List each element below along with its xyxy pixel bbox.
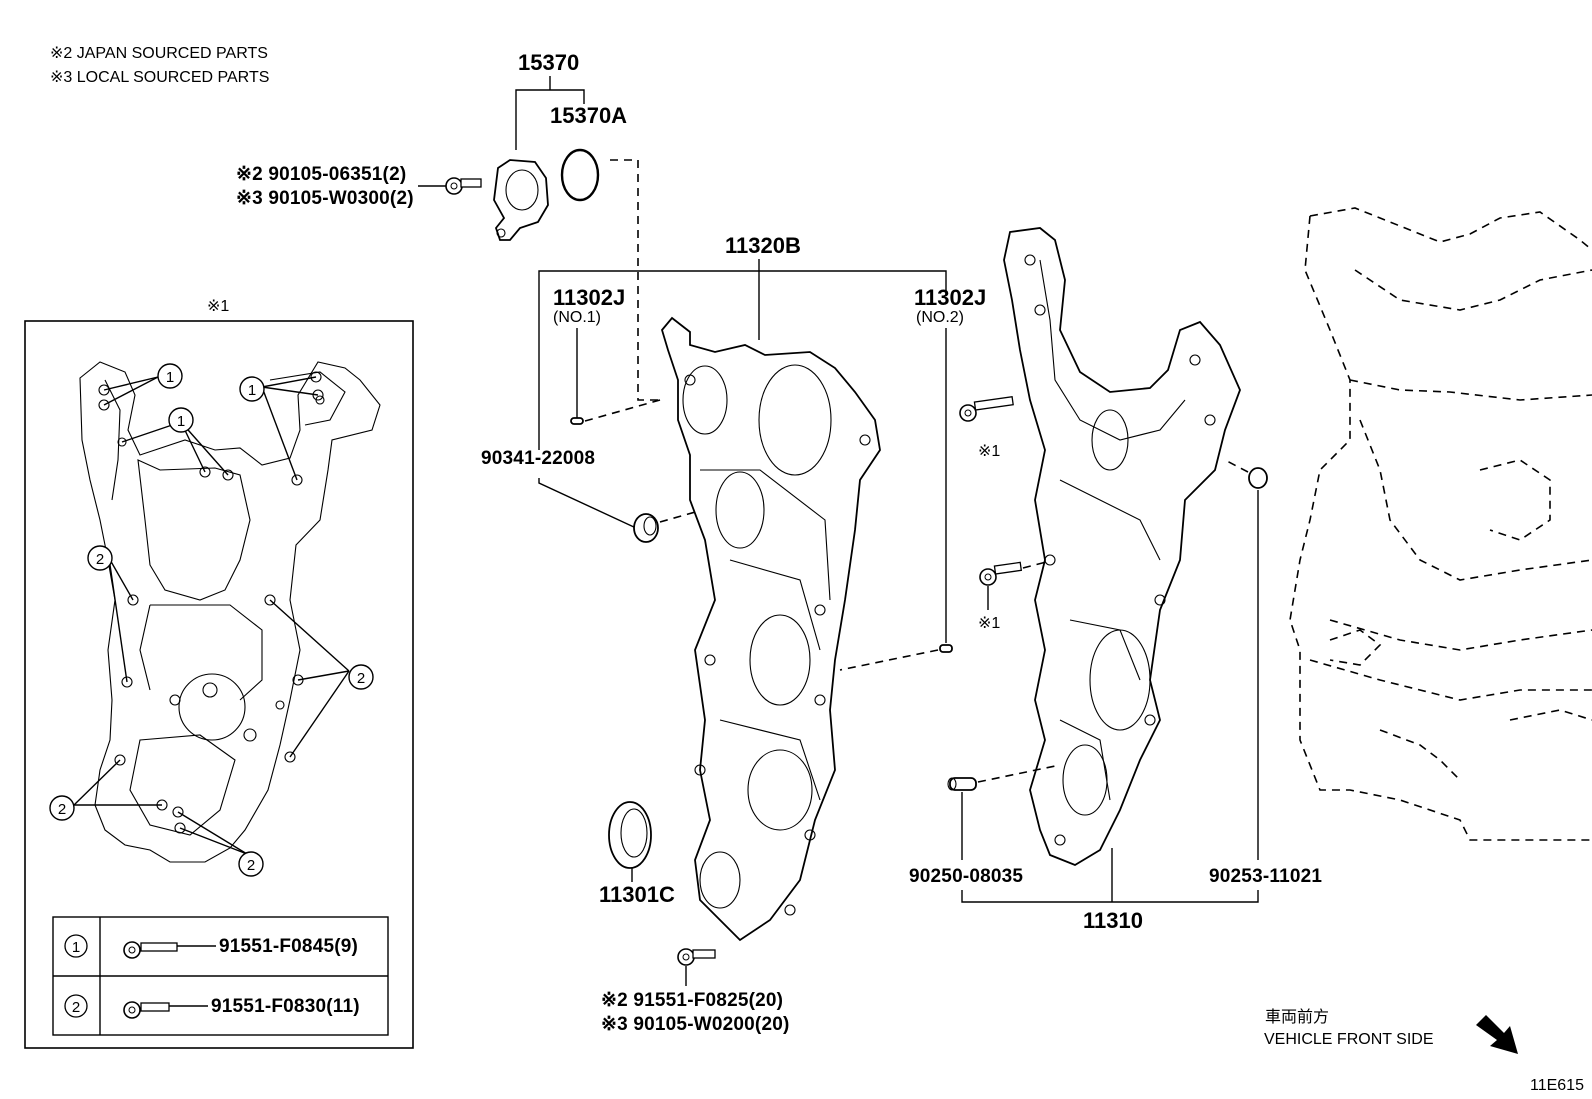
svg-text:1: 1: [166, 369, 174, 386]
callout-11302J-no1-sub: (NO.1): [553, 309, 601, 326]
direction-label-en: VEHICLE FRONT SIDE: [1264, 1031, 1434, 1048]
gear-case-11310: [1003, 227, 1241, 867]
bolt-icon: [959, 396, 1014, 422]
timing-case-11320B: [660, 316, 881, 942]
callout-15370A: 15370A: [550, 103, 627, 128]
callout-90253: 90253-11021: [1209, 866, 1322, 887]
figure-id: 11E615: [1530, 1077, 1584, 1094]
svg-text:1: 1: [248, 382, 256, 399]
svg-text:2: 2: [72, 999, 80, 1016]
svg-text:1: 1: [177, 413, 185, 430]
inset-cover-outline: [79, 361, 381, 863]
dowel-11302J-no2: [939, 644, 953, 653]
inset-marker-1c: 1: [239, 376, 265, 402]
inset-marker-1a: 1: [157, 363, 183, 389]
bolt-icon: [123, 1001, 208, 1019]
cover-15370: [493, 159, 549, 241]
callout-15370: 15370: [518, 50, 579, 75]
bolt-icon: [445, 177, 482, 195]
inset-frame: [24, 320, 414, 1049]
svg-text:1: 1: [72, 939, 80, 956]
callout-11302J-no1: 11302J: [553, 285, 625, 310]
bolt-icon: [979, 561, 1023, 586]
callout-bolt-local-bottom: ※3 90105-W0200(20): [601, 1014, 790, 1035]
callout-11301C: 11301C: [599, 882, 675, 907]
note-japan-sourced: ※2 JAPAN SOURCED PARTS: [50, 45, 268, 62]
bracket-11310: [961, 890, 1259, 903]
bolt-icon: [123, 941, 216, 959]
callout-11302J-no2: 11302J: [914, 285, 986, 310]
inset-marker-2a: 2: [87, 545, 113, 571]
inset-marker-2b: 2: [348, 664, 374, 690]
callout-bolt-japan-bottom: ※2 91551-F0825(20): [601, 990, 783, 1011]
legend-table: [52, 916, 389, 1036]
callout-bolt-japan-top: ※2 90105-06351(2): [236, 164, 406, 185]
plug-90253: [1248, 467, 1268, 489]
dowel-11302J-no1: [570, 417, 584, 425]
legend-row-1: 1 91551-F0845(9): [64, 934, 358, 959]
oil-seal-11301C: [608, 801, 652, 869]
callout-11302J-no2-sub: (NO.2): [916, 309, 964, 326]
inset-marker-1b: 1: [168, 407, 194, 433]
svg-text:2: 2: [357, 670, 365, 687]
inset-marker-2d: 2: [238, 851, 264, 877]
arrow-down-right-icon: [1476, 1015, 1518, 1054]
callout-mark-a: ※1: [978, 443, 1000, 460]
dash-15370-to-case: [610, 159, 660, 401]
o-ring-15370A: [560, 148, 600, 202]
bracket-11320B: [538, 270, 947, 450]
plug-90341: [633, 513, 659, 543]
bolt-icon: [677, 948, 716, 966]
engine-block-outline: [1289, 207, 1592, 841]
note-local-sourced: ※3 LOCAL SOURCED PARTS: [50, 69, 269, 86]
callout-11310: 11310: [1083, 908, 1143, 933]
callout-11320B: 11320B: [725, 233, 801, 258]
leader-15370: [515, 76, 585, 150]
callout-mark-b: ※1: [978, 615, 1000, 632]
callout-90341: 90341-22008: [481, 448, 595, 469]
callout-90250: 90250-08035: [909, 866, 1023, 887]
inset-marker-2c: 2: [49, 795, 75, 821]
pin-90250: [947, 777, 977, 791]
callout-bolt-local-top: ※3 90105-W0300(2): [236, 188, 414, 209]
inset-leaders: [73, 376, 350, 855]
svg-text:2: 2: [58, 801, 66, 818]
legend-row-2: 2 91551-F0830(11): [64, 994, 360, 1019]
inset-group-mark: ※1: [207, 298, 229, 315]
svg-text:2: 2: [96, 551, 104, 568]
svg-text:2: 2: [247, 857, 255, 874]
direction-label-jp: 車両前方: [1265, 1008, 1329, 1026]
svg-text:91551-F0830(11): 91551-F0830(11): [211, 996, 360, 1017]
svg-text:91551-F0845(9): 91551-F0845(9): [219, 936, 358, 957]
